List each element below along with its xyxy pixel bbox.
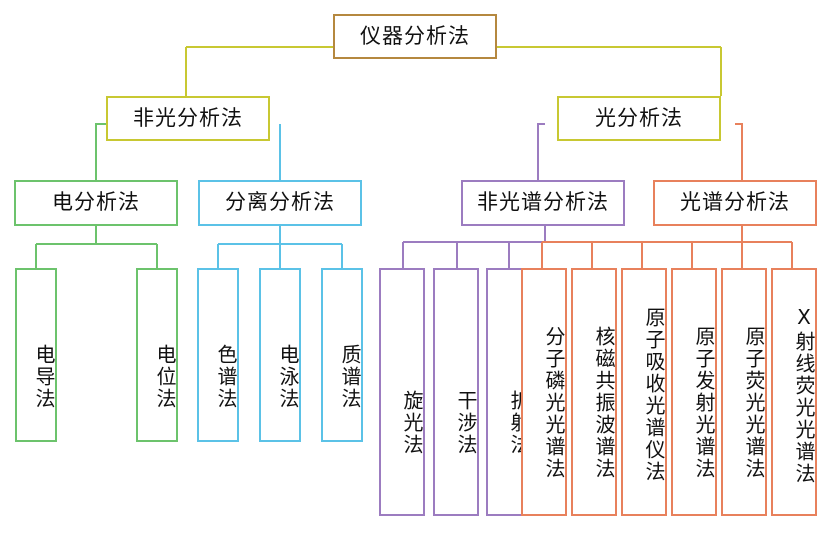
leaf-atomic-fluorescence-spectroscopy[interactable]: 原子荧光光谱法 (721, 268, 767, 516)
leaf-xray-fluorescence-spectroscopy[interactable]: X射线荧光光谱法 (771, 268, 817, 516)
connector-nonoptical-children (95, 123, 106, 180)
leaf-atomic-absorption-spectrometry[interactable]: 原子吸收光谱仪法 (621, 268, 667, 516)
node-non-spectral-analysis[interactable]: 非光谱分析法 (461, 180, 625, 226)
connector-separation-leaves (217, 226, 343, 268)
leaf-polarimetry[interactable]: 旋光法 (379, 268, 425, 516)
node-non-optical-analysis[interactable]: 非光分析法 (106, 96, 270, 141)
connector-optical-children (537, 123, 743, 180)
connector-separation-feed (279, 124, 281, 180)
leaf-atomic-emission-spectroscopy[interactable]: 原子发射光谱法 (671, 268, 717, 516)
node-electroanalysis[interactable]: 电分析法 (14, 180, 178, 226)
node-root[interactable]: 仪器分析法 (333, 14, 497, 59)
leaf-molecular-phosphorescence-spectroscopy[interactable]: 分子磷光光谱法 (521, 268, 567, 516)
leaf-electrophoresis[interactable]: 电泳法 (259, 268, 301, 442)
node-separation-analysis[interactable]: 分离分析法 (198, 180, 362, 226)
leaf-conductometry[interactable]: 电导法 (15, 268, 57, 442)
leaf-interferometry[interactable]: 干涉法 (433, 268, 479, 516)
connector-nonspectral-leaves (402, 226, 546, 268)
connector-root-to-level2 (185, 46, 722, 96)
connector-spectral-leaves (541, 226, 793, 268)
connector-electro-leaves (35, 226, 158, 268)
leaf-nmr-spectroscopy[interactable]: 核磁共振波谱法 (571, 268, 617, 516)
leaf-mass-spectrometry[interactable]: 质谱法 (321, 268, 363, 442)
node-optical-analysis[interactable]: 光分析法 (557, 96, 721, 141)
leaf-chromatography[interactable]: 色谱法 (197, 268, 239, 442)
node-spectral-analysis[interactable]: 光谱分析法 (653, 180, 817, 226)
leaf-potentiometry[interactable]: 电位法 (136, 268, 178, 442)
